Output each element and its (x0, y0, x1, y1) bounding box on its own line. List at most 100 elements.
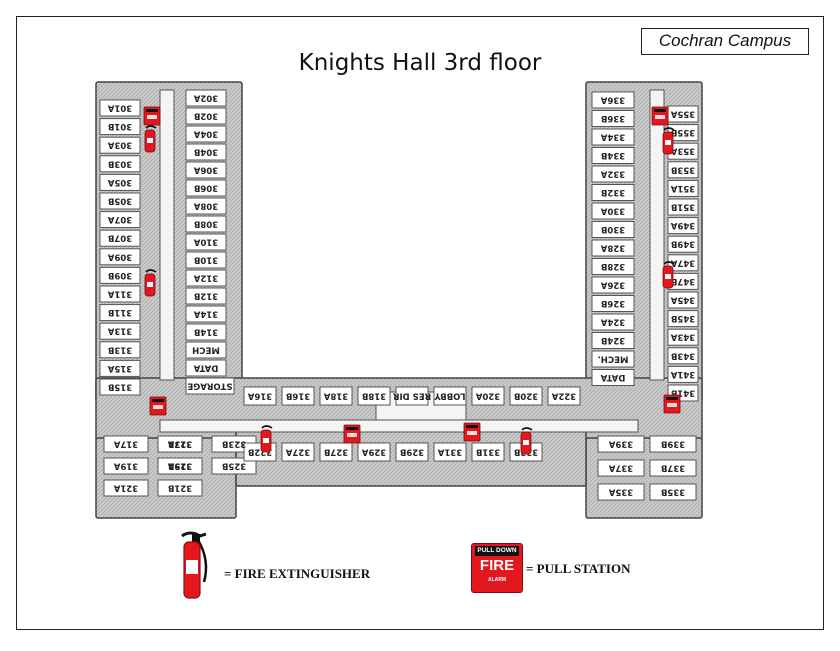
pull-station-icon (143, 106, 161, 126)
room-label: 306A (193, 165, 218, 175)
page-title: Knights Hall 3rd floor (298, 50, 542, 76)
room-label: 353B (671, 164, 695, 174)
room-label: 335A (608, 487, 633, 497)
room-label: 332B (601, 187, 625, 197)
room-cell (591, 221, 635, 238)
room-label: 336B (601, 113, 625, 123)
room-label: MECH (192, 345, 220, 355)
room-label: 321A (113, 483, 138, 493)
room-cell (99, 192, 141, 210)
room-label: 327B (324, 447, 348, 457)
room-label: 343A (670, 332, 695, 342)
room-label: 343B (671, 350, 695, 360)
legend-extinguisher-label: = FIRE EXTINGUISHER (224, 566, 371, 581)
room-label: 331B (476, 447, 500, 457)
room-cell (597, 483, 645, 501)
room-cell (211, 457, 257, 475)
room-label: 320A (475, 391, 500, 401)
room-cell (281, 442, 315, 462)
room-cell (591, 295, 635, 312)
room-cell (547, 386, 581, 406)
room-cell (185, 359, 227, 377)
room-label: 318A (323, 391, 348, 401)
room-cell (185, 143, 227, 161)
room-cell (667, 347, 699, 365)
room-label: 307B (108, 233, 132, 243)
pull-station-icon (149, 396, 167, 416)
room-label: 326A (600, 280, 625, 290)
room-cell (99, 155, 141, 173)
room-label: 319A (113, 461, 138, 471)
room-cell (185, 89, 227, 107)
room-cell (667, 179, 699, 197)
room-cell (99, 378, 141, 396)
room-label: 304A (193, 129, 218, 139)
room-cell (591, 332, 635, 349)
room-cell (99, 173, 141, 191)
room-cell (591, 276, 635, 294)
room-label: 319B (168, 461, 192, 471)
pull-station-bottom-text: ALARM (487, 577, 507, 583)
room-cell (185, 233, 227, 251)
room-cell (185, 107, 227, 125)
pull-station-icon (463, 422, 481, 442)
room-label: 313A (107, 326, 132, 336)
room-label: DATA (600, 372, 625, 382)
room-cell (185, 341, 227, 359)
room-cell (591, 165, 635, 183)
room-cell (99, 136, 141, 154)
fire-extinguisher-icon (144, 125, 157, 153)
pull-stations (143, 106, 681, 444)
room-label: 353A (670, 146, 695, 156)
room-cell (99, 229, 141, 247)
room-cell (185, 305, 227, 323)
room-label: 330A (600, 206, 625, 216)
room-label: 308A (193, 201, 218, 211)
pull-station-middle-text: FIRE (479, 557, 515, 574)
room-label: 324B (601, 335, 625, 345)
room-cell (243, 386, 277, 406)
pull-station-top-text: PULL DOWN (475, 546, 519, 556)
room-cell (667, 310, 699, 328)
room-cell (103, 457, 149, 475)
room-label: 321B (168, 483, 192, 493)
room-label: 311B (108, 307, 132, 317)
room-cell (395, 386, 429, 406)
legend-extinguisher-icon (181, 531, 208, 599)
room-label: 306B (194, 183, 218, 193)
room-label: 309B (108, 270, 132, 280)
room-label: 312B (194, 291, 218, 301)
room-cell (99, 99, 141, 117)
room-cell (591, 147, 635, 164)
room-cell (185, 323, 227, 341)
room-cell (99, 266, 141, 284)
room-cell (319, 442, 353, 462)
room-label: 301B (108, 121, 132, 131)
room-cell (395, 442, 429, 462)
room-label: 304B (194, 147, 218, 157)
room-label: 347B (671, 276, 695, 286)
room-cell (185, 197, 227, 215)
room-label: 314B (194, 327, 218, 337)
room-cell (185, 377, 235, 395)
room-cell (591, 258, 635, 275)
room-cell (591, 369, 635, 386)
room-cell (185, 215, 227, 233)
room-cell (99, 248, 141, 266)
room-label: 320B (514, 391, 538, 401)
room-label: 309A (107, 251, 132, 261)
room-cell (649, 435, 697, 453)
corridors (159, 89, 665, 433)
room-cell (99, 211, 141, 229)
room-label: 334B (601, 150, 625, 160)
room-label: 323B (222, 439, 246, 449)
room-label: 301A (107, 103, 132, 113)
room-label: 322B (248, 447, 272, 457)
room-label: 322A (551, 391, 576, 401)
fire-extinguisher-icon (662, 127, 675, 155)
room-label: 324A (600, 317, 625, 327)
room-label: 303A (107, 140, 132, 150)
room-cell (591, 202, 635, 220)
room-cell (591, 110, 635, 127)
room-label: 323A (167, 439, 192, 449)
